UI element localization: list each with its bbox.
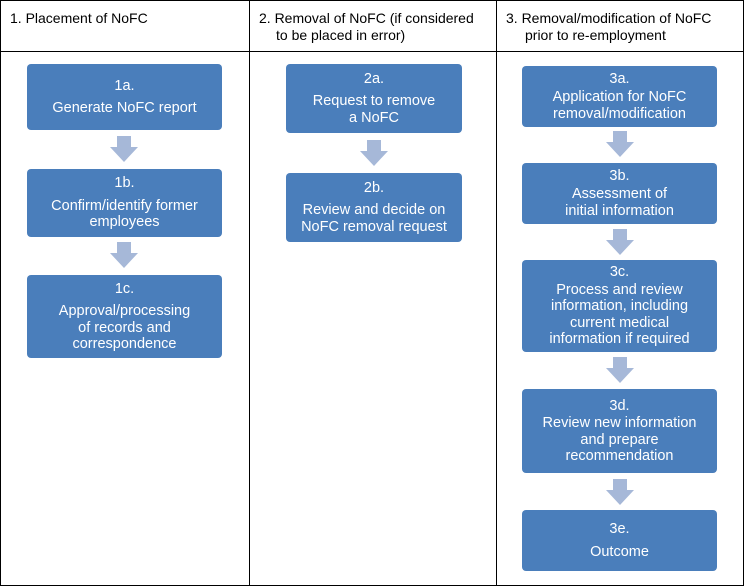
step-id: 2a. (363, 70, 385, 87)
column-header-removal-line1: 2. Removal of NoFC (if considered (259, 10, 474, 26)
column-header-placement-text: 1. Placement of NoFC (10, 10, 148, 26)
step-id: 2b. (363, 179, 385, 196)
step-text: Process and review information, includin… (549, 281, 690, 348)
step-id: 1a. (114, 77, 135, 94)
step-box-1b: 1b. Confirm/identify former employees (27, 169, 222, 237)
step-text: Review new information and prepare recom… (542, 415, 697, 464)
column-header-modification-line1: 3. Removal/modification of NoFC (506, 10, 712, 26)
down-arrow-icon (360, 140, 388, 166)
column-divider-1 (249, 0, 250, 586)
down-arrow-icon (606, 229, 634, 255)
step-text: Application for NoFC removal/modificatio… (552, 89, 687, 122)
step-id: 3e. (609, 521, 630, 537)
down-arrow-icon (606, 131, 634, 157)
step-box-3b: 3b. Assessment of initial information (522, 163, 717, 224)
step-box-2a: 2a. Request to remove a NoFC (286, 64, 462, 133)
step-box-3c: 3c. Process and review information, incl… (522, 260, 717, 352)
step-box-2b: 2b. Review and decide on NoFC removal re… (286, 173, 462, 242)
step-box-1a: 1a. Generate NoFC report (27, 64, 222, 130)
step-id: 3c. (609, 264, 630, 281)
step-box-3d: 3d. Review new information and prepare r… (522, 389, 717, 473)
down-arrow-icon (110, 136, 138, 162)
step-id: 3a. (609, 70, 630, 87)
column-header-modification: 3. Removal/modification of NoFC prior to… (506, 10, 711, 44)
header-divider (0, 51, 744, 52)
step-box-3a: 3a. Application for NoFC removal/modific… (522, 66, 717, 127)
column-header-modification-line2: prior to re-employment (525, 27, 666, 43)
step-text: Request to remove a NoFC (312, 93, 436, 126)
down-arrow-icon (606, 357, 634, 383)
column-header-removal: 2. Removal of NoFC (if considered to be … (259, 10, 474, 44)
column-divider-2 (496, 0, 497, 586)
column-header-removal-line2: to be placed in error) (276, 27, 406, 43)
step-id: 3d. (609, 397, 630, 414)
step-box-3e: 3e. Outcome (522, 510, 717, 571)
step-id: 1b. (114, 175, 135, 192)
step-text: Confirm/identify former employees (51, 197, 198, 231)
step-box-1c: 1c. Approval/processing of records and c… (27, 275, 222, 358)
step-text: Review and decide on NoFC removal reques… (301, 202, 447, 235)
step-text: Outcome (590, 543, 649, 560)
column-header-placement: 1. Placement of NoFC (10, 10, 148, 27)
down-arrow-icon (110, 242, 138, 268)
down-arrow-icon (606, 479, 634, 505)
step-id: 1c. (114, 280, 135, 297)
step-text: Generate NoFC report (52, 100, 197, 116)
step-text: Approval/processing of records and corre… (58, 303, 191, 352)
step-id: 3b. (609, 167, 630, 184)
step-text: Assessment of initial information (565, 186, 674, 219)
